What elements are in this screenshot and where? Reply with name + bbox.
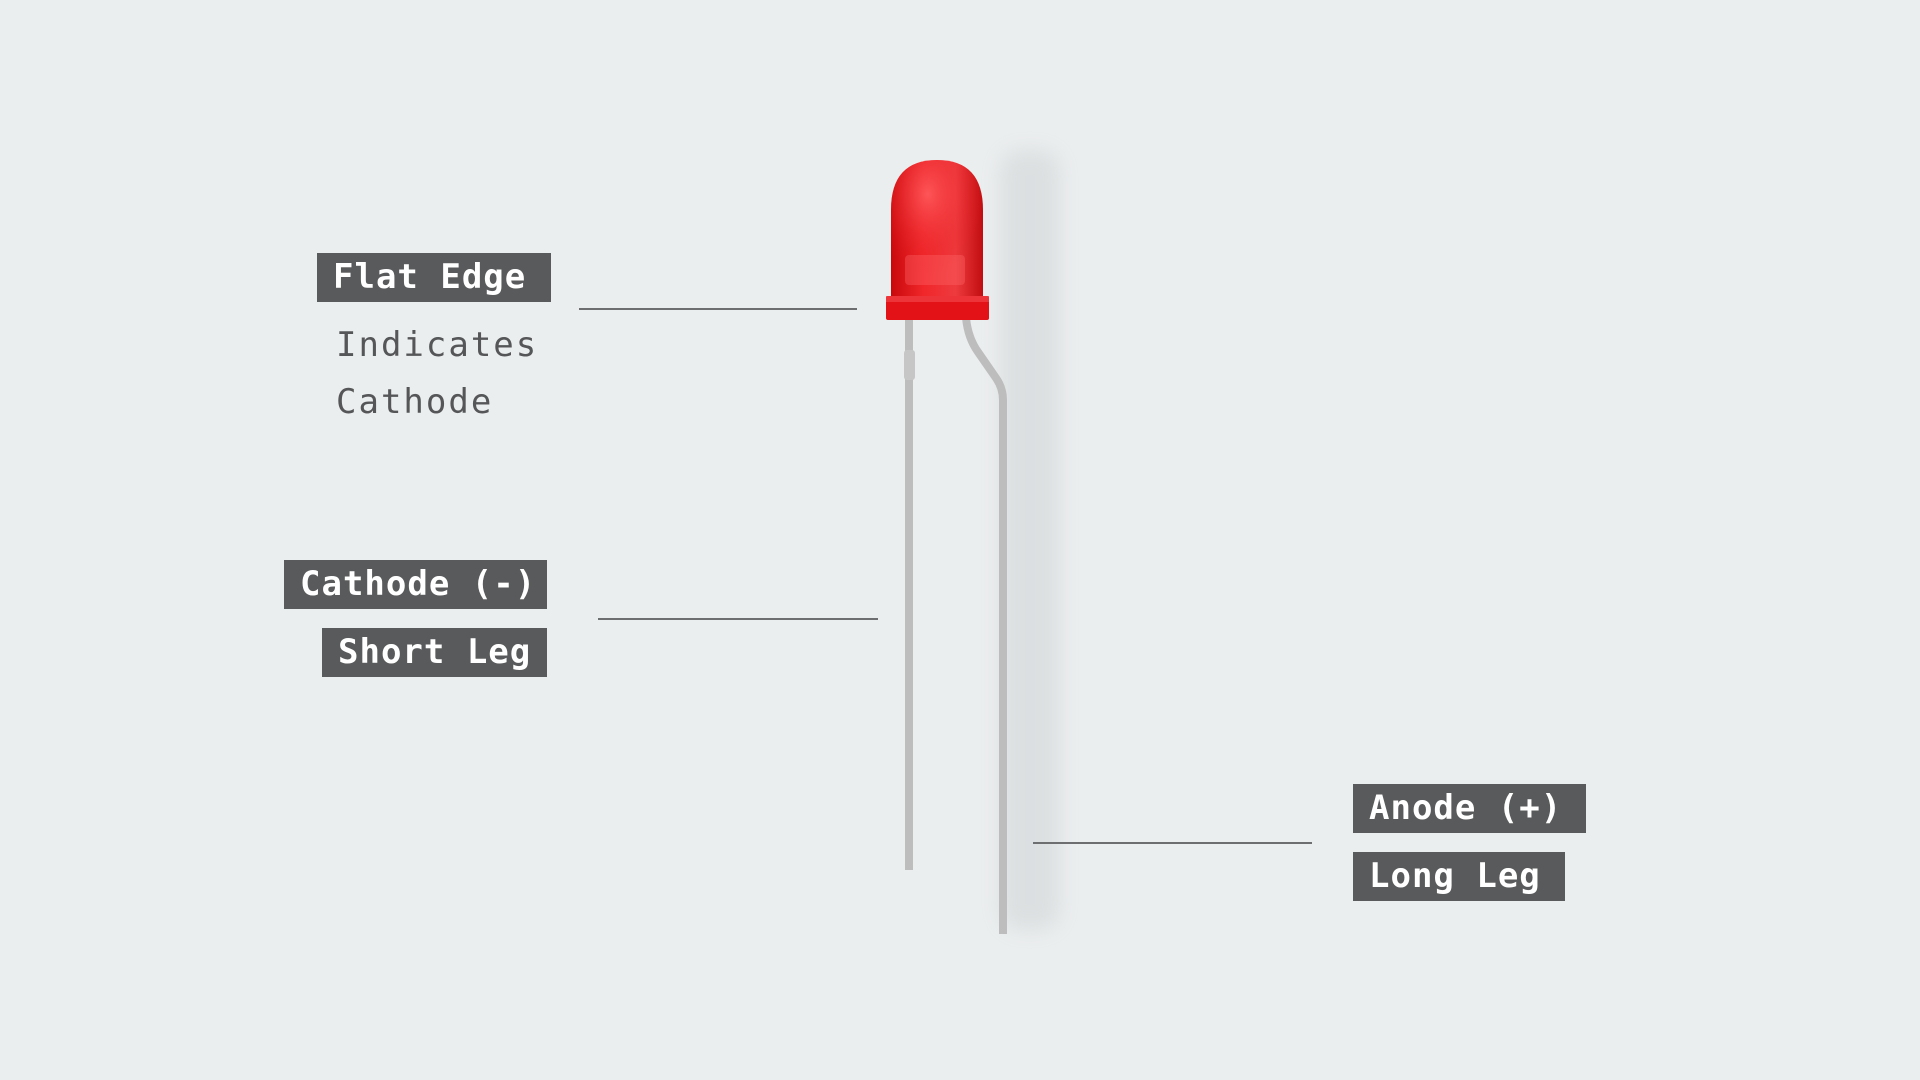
flat-edge-note-line2: Cathode (336, 382, 494, 422)
flat-edge-note-line1: Indicates (336, 325, 539, 365)
led-shadow (1000, 150, 1060, 930)
anode-leader-line (1033, 842, 1312, 844)
flat-edge-label: Flat Edge (317, 253, 551, 302)
long-leg-label: Long Leg (1353, 852, 1565, 901)
flat-edge-leader-line (579, 308, 857, 310)
cathode-leader-line (598, 618, 878, 620)
anode-label: Anode (+) (1353, 784, 1586, 833)
cathode-label: Cathode (-) (284, 560, 547, 609)
anode-leg (962, 317, 1007, 934)
short-leg-label: Short Leg (322, 628, 547, 677)
cathode-leg-crimp (904, 350, 915, 380)
